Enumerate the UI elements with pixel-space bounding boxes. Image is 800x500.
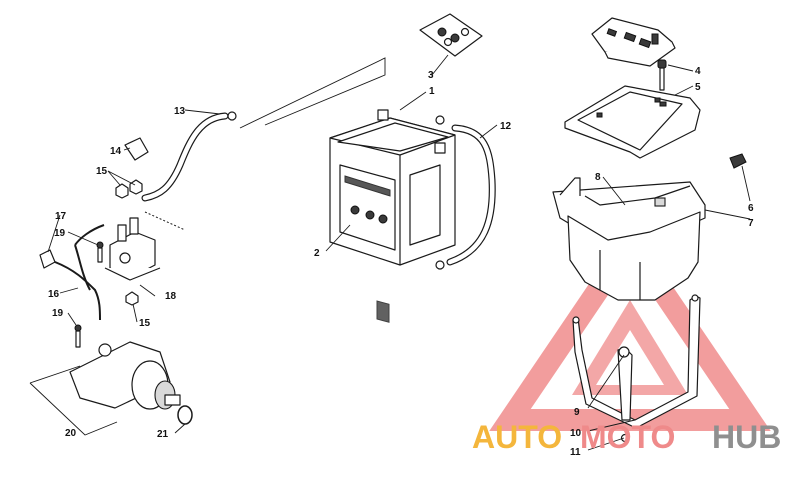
callout-4: 4 [695,66,701,77]
callout-15-bottom: 15 [139,318,151,329]
callout-17: 17 [55,211,67,222]
callout-15-top: 15 [96,166,108,177]
battery-box [552,177,706,301]
watermark-hub: HUB [712,419,781,455]
callout-11: 11 [570,447,581,458]
callout-21: 21 [157,429,169,440]
callout-7: 7 [748,218,754,229]
callout-19-bottom: 19 [52,308,64,319]
callout-20: 20 [65,428,77,439]
knob-part-4 [657,59,667,91]
callout-9: 9 [574,407,580,418]
cable-13 [141,111,237,202]
o-ring-21 [177,405,193,425]
watermark-text: AUTO MOTO HUB [472,419,781,455]
callout-5: 5 [695,82,701,93]
callout-1: 1 [429,86,435,97]
leader-lines [29,54,751,451]
starter-motor-20 [69,341,181,410]
callout-14: 14 [110,146,122,157]
callout-6: 6 [748,203,754,214]
callout-2: 2 [314,248,320,259]
bolts-19 [74,241,104,348]
nuts-15 [115,179,143,306]
callout-12: 12 [500,121,512,132]
callout-10: 10 [570,428,582,439]
callout-16: 16 [48,289,60,300]
callout-labels: 1 2 3 4 5 6 7 8 9 10 11 12 13 14 15 15 1… [48,66,754,458]
terminal-hardware [419,13,483,57]
battery-cable-12 [435,115,496,270]
clip-part-6 [729,153,747,169]
callout-19-top: 19 [54,228,66,239]
callout-13: 13 [174,106,186,117]
battery-strap [572,294,701,443]
wire-harness-16 [39,224,105,321]
battery [329,109,456,323]
battery-tray [564,85,701,159]
callout-18: 18 [165,291,177,302]
callout-3: 3 [428,70,434,81]
callout-8: 8 [595,172,601,183]
solenoid-18 [104,211,186,281]
fuse-module [591,17,676,67]
watermark-auto: AUTO [472,419,562,455]
terminal-cap-14 [124,137,149,161]
watermark-moto: MOTO [580,419,675,455]
